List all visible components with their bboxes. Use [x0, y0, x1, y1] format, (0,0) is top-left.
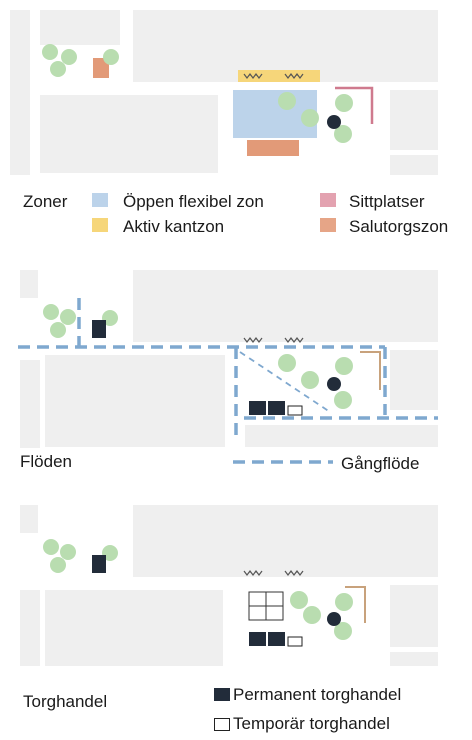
- building-block: [40, 10, 120, 45]
- building-block: [20, 505, 38, 533]
- building-block: [390, 585, 438, 647]
- building-block: [390, 652, 438, 666]
- legend-swatch-edge: [92, 218, 108, 232]
- fountain: [327, 377, 341, 391]
- market-map: [20, 505, 438, 666]
- trees: [42, 44, 353, 143]
- permanent-stall: [92, 320, 106, 338]
- building-block: [20, 360, 40, 448]
- legend-swatch-flow: [233, 460, 333, 464]
- legend-label-market: Salutorgszon: [349, 217, 449, 236]
- seating-zone: [335, 86, 374, 124]
- market-title: Torghandel: [23, 692, 108, 711]
- trees: [43, 539, 353, 640]
- legend-swatch-permanent: [214, 688, 230, 701]
- legend-label-edge: Aktiv kantzon: [123, 217, 225, 236]
- legend-swatch-flex: [92, 193, 108, 207]
- hedge-symbols: [243, 337, 304, 343]
- legend-label-temporary: Temporär torghandel: [233, 714, 390, 733]
- zones-title: Zoner: [23, 192, 68, 211]
- permanent-stall: [92, 555, 106, 573]
- building-block: [40, 95, 218, 173]
- legend-swatch-temporary: [214, 718, 230, 731]
- legend-label-flex: Öppen flexibel zon: [123, 192, 264, 211]
- building-block: [20, 270, 38, 298]
- bench: [345, 586, 366, 623]
- diagonal-flow: [239, 351, 331, 413]
- permanent-stall: [249, 401, 266, 415]
- legend-swatch-market: [320, 218, 336, 232]
- building-block: [10, 10, 30, 175]
- building-block: [390, 90, 438, 150]
- legend-swatch-seating: [320, 193, 336, 207]
- hedge-symbols: [243, 73, 304, 79]
- market-zone: [247, 140, 299, 156]
- legend-label-permanent: Permanent torghandel: [233, 685, 402, 704]
- building-block: [133, 505, 438, 577]
- permanent-stall: [268, 632, 285, 646]
- fountain: [327, 115, 341, 129]
- walking-flows: [18, 298, 438, 438]
- temporary-stall: [287, 405, 303, 416]
- building-block: [45, 355, 225, 447]
- permanent-stall: [249, 632, 266, 646]
- zones-map: [10, 10, 438, 175]
- temporary-stall-grid: [248, 591, 284, 621]
- temporary-stall: [287, 636, 303, 647]
- fountain: [327, 612, 341, 626]
- building-block: [20, 590, 40, 666]
- flows-title: Flöden: [20, 452, 72, 471]
- legend-label-flow: Gångflöde: [341, 454, 420, 473]
- market-zone: [93, 58, 109, 78]
- building-block: [133, 270, 438, 342]
- building-block: [45, 590, 223, 666]
- building-block: [390, 350, 438, 410]
- active-edge-zone: [238, 70, 320, 82]
- hedge-symbols: [243, 570, 304, 576]
- building-block: [245, 425, 438, 447]
- building-block: [390, 155, 438, 175]
- legend-label-seating: Sittplatser: [349, 192, 425, 211]
- flows-map: [18, 270, 438, 448]
- bench: [360, 351, 381, 390]
- trees: [43, 304, 353, 409]
- permanent-stall: [268, 401, 285, 415]
